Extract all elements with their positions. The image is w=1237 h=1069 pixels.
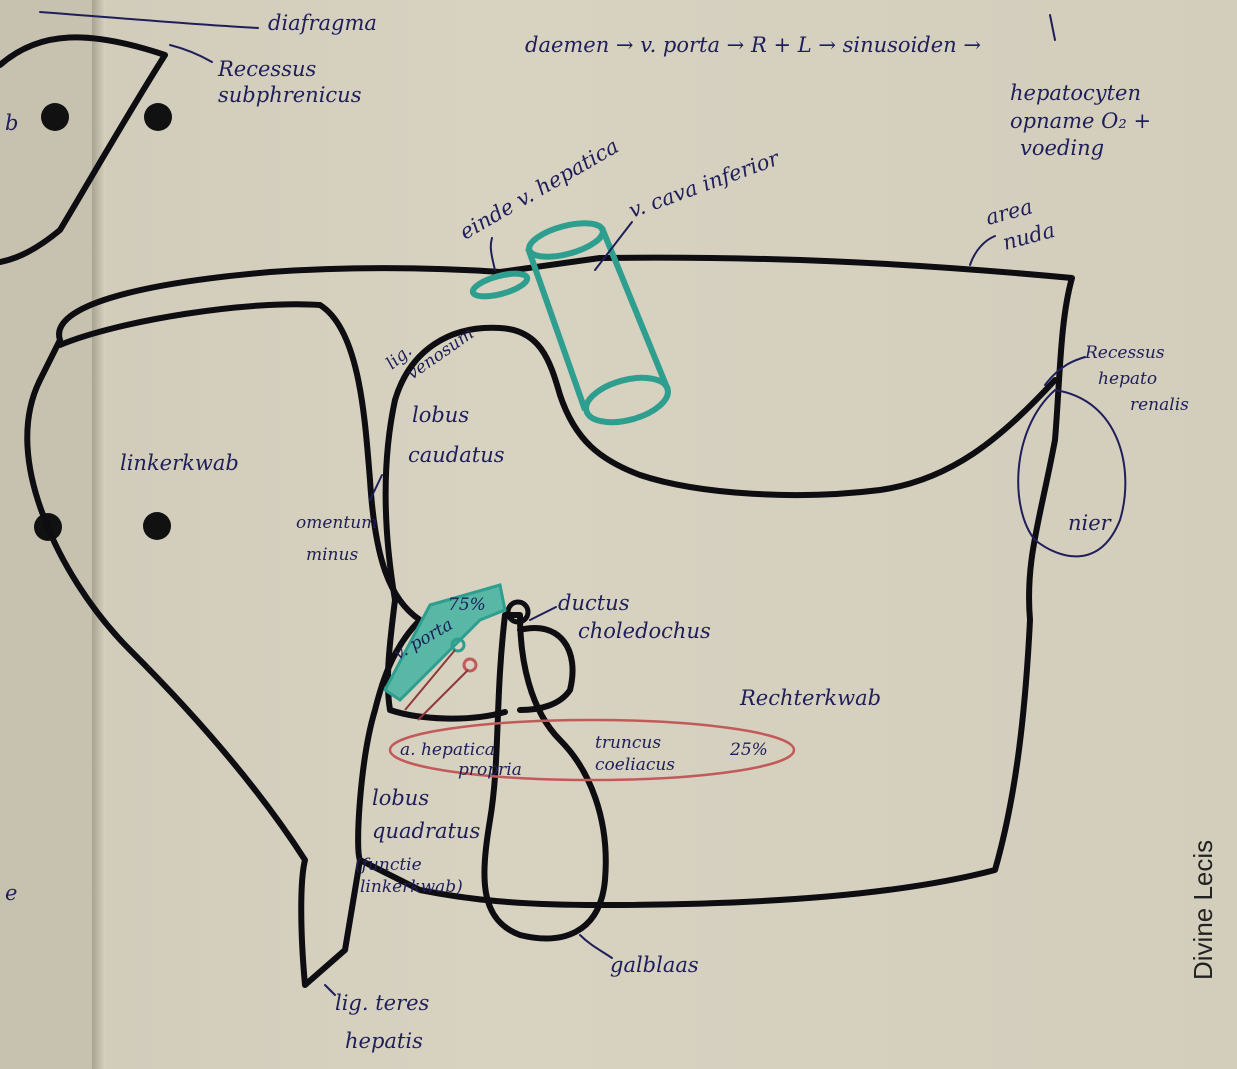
label-lig-teres-line2: hepatis [345, 1029, 423, 1053]
vena-cava-inferior [471, 217, 673, 431]
label-a-hepatica-line1: a. hepatica [400, 740, 495, 760]
dot [144, 103, 172, 131]
label-lobus-quadratus-line1: lobus [372, 786, 429, 810]
label-functie-line2: linkerkwab) [360, 877, 463, 897]
flow-arrow-down [1050, 15, 1055, 40]
recessus-pointer [170, 45, 212, 62]
label-hepatocyten-line3: voeding [1020, 136, 1104, 160]
label-truncus-line2: coeliacus [595, 755, 675, 775]
dot [41, 103, 69, 131]
author-credit: Divine Lecis [1188, 840, 1218, 980]
label-hepatocyten-line2: opname O₂ + [1010, 109, 1151, 133]
label-lig-venosum-line2: venosum [403, 324, 477, 384]
label-linkerkwab: linkerkwab [120, 451, 239, 475]
galblaas-pointer [580, 935, 612, 958]
label-recessus-hep-line3: renalis [1130, 395, 1189, 415]
label-flow: daemen → v. porta → R + L → sinusoiden → [525, 33, 981, 57]
label-a-hepatica-line2: propria [458, 760, 522, 780]
label-functie-line1: (functie [355, 855, 422, 875]
label-recessus-line1: Recessus [217, 57, 317, 81]
label-lobus-caudatus-line1: lobus [412, 403, 469, 427]
label-recessus-line2: subphrenicus [218, 83, 362, 107]
label-pct25: 25% [729, 740, 768, 760]
label-omentum-line1: omentum [296, 513, 377, 533]
label-left-fragment-2: e [5, 881, 17, 905]
label-recessus-hep-line2: hepato [1098, 369, 1157, 389]
label-lobus-quadratus-line2: quadratus [372, 819, 480, 843]
label-left-fragment-1: b [5, 111, 18, 135]
diafragma-pointer [40, 12, 258, 28]
ductus-pointer [530, 607, 556, 620]
label-nier: nier [1068, 511, 1113, 535]
dot [143, 512, 171, 540]
label-recessus-hep-line1: Recessus [1084, 343, 1165, 363]
label-lig-teres-line1: lig. teres [335, 991, 430, 1015]
v-hepatica-pointer [491, 238, 495, 270]
label-diafragma: diafragma [268, 11, 377, 35]
label-v-cava: v. cava inferior [626, 145, 784, 222]
falciform-ligament-line [60, 304, 420, 860]
label-lobus-caudatus-line2: caudatus [408, 443, 505, 467]
lig-teres-pointer [325, 985, 335, 995]
diaphragm-outline [0, 37, 165, 262]
label-rechterkwab: Rechterkwab [739, 686, 881, 710]
label-omentum-line2: minus [306, 545, 358, 565]
label-ductus-line1: ductus [558, 591, 630, 615]
label-truncus-line1: truncus [595, 733, 661, 753]
label-pct75: 75% [448, 595, 486, 615]
label-hepatocyten-line1: hepatocyten [1010, 81, 1141, 105]
label-ductus-line2: choledochus [578, 619, 711, 643]
label-galblaas: galblaas [610, 953, 699, 977]
area-nuda-pointer [970, 236, 995, 265]
